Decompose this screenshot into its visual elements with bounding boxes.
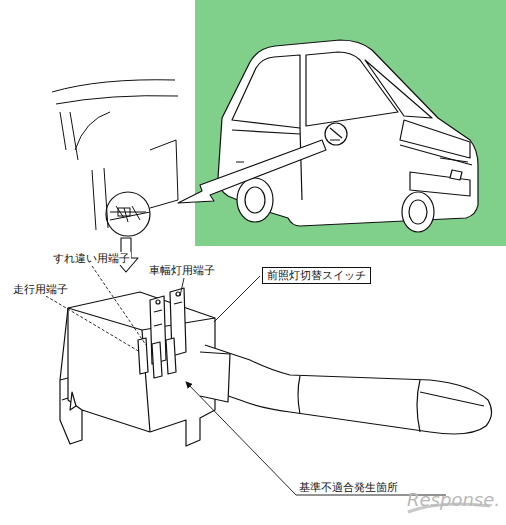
dashboard-drawing (52, 80, 178, 236)
terminal-label: 車幅灯用端子 (148, 264, 216, 277)
terminal-label: すれ違い用端子 (52, 252, 131, 265)
note-label: 基準不適合発生箇所 (298, 481, 399, 494)
node-text: 前照灯切替スイッチ (267, 269, 366, 282)
green-panel (195, 0, 506, 246)
watermark: Response. (406, 490, 501, 510)
terminal-label: 走行用端子 (12, 283, 69, 296)
leader-line (46, 266, 446, 495)
callout-box: 前照灯切替スイッチ (262, 267, 371, 284)
switch-drawing (60, 288, 492, 446)
car-drawing (218, 40, 478, 232)
pointer-arrow (114, 140, 326, 272)
